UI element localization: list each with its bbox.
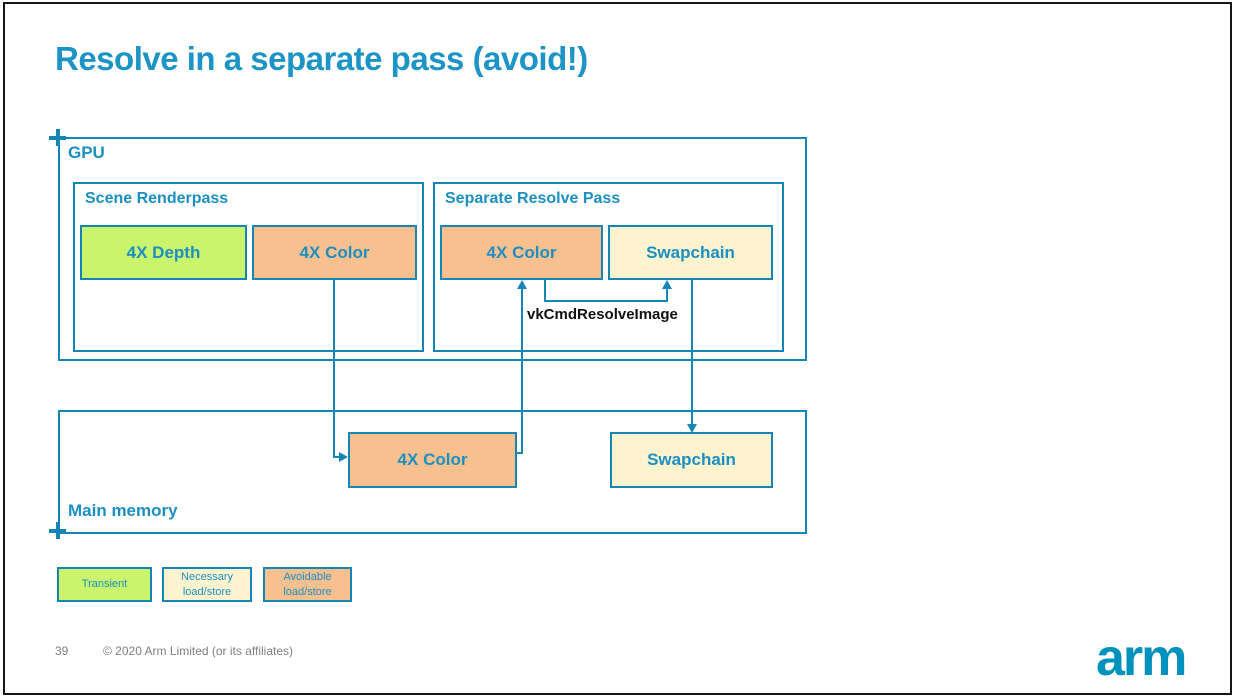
arrow-scene-color-store: [333, 455, 341, 458]
legend-avoidable-load-store: Avoidable load/store: [263, 567, 352, 602]
scene-renderpass-box: [73, 182, 424, 352]
arrow-resolve-connector: [666, 287, 669, 302]
scene-renderpass-label: Scene Renderpass: [85, 190, 229, 207]
connection-point-icon: [49, 129, 66, 146]
main-memory-label: Main memory: [68, 501, 178, 520]
connection-point-icon: [49, 522, 66, 539]
scene-depth-box: 4X Depth: [80, 225, 247, 280]
gpu-box: [58, 137, 807, 361]
arrow-scene-color-store: [333, 280, 336, 457]
arrow-memory-color-load: [517, 452, 523, 455]
gpu-label: GPU: [68, 143, 105, 162]
arrow-resolve-connector: [544, 300, 668, 303]
page-number: 39: [55, 644, 69, 658]
arrow-resolve-connector: [544, 280, 547, 302]
legend-necessary-load-store: Necessary load/store: [162, 567, 252, 602]
memory-swapchain-box: Swapchain: [610, 432, 773, 488]
copyright-text: © 2020 Arm Limited (or its affiliates): [103, 644, 294, 658]
arrowhead-up-icon: [516, 280, 527, 289]
legend-transient: Transient: [57, 567, 152, 602]
arm-logo: arm: [1096, 629, 1187, 687]
scene-color-box: 4X Color: [252, 225, 417, 280]
page-title: Resolve in a separate pass (avoid!): [55, 40, 588, 77]
memory-color-box: 4X Color: [348, 432, 517, 488]
arrow-swapchain-store: [691, 280, 694, 426]
arrowhead-right-icon: [339, 451, 348, 462]
arrowhead-down-icon: [686, 424, 697, 433]
resolve-command-label: vkCmdResolveImage: [527, 306, 678, 323]
resolve-swapchain-box: Swapchain: [608, 225, 773, 280]
arrowhead-up-icon: [661, 280, 672, 289]
main-memory-box: [58, 410, 807, 534]
separate-resolve-pass-box: [433, 182, 784, 352]
resolve-color-box: 4X Color: [440, 225, 603, 280]
arrow-memory-color-load: [521, 287, 524, 454]
separate-resolve-pass-label: Separate Resolve Pass: [445, 190, 621, 207]
